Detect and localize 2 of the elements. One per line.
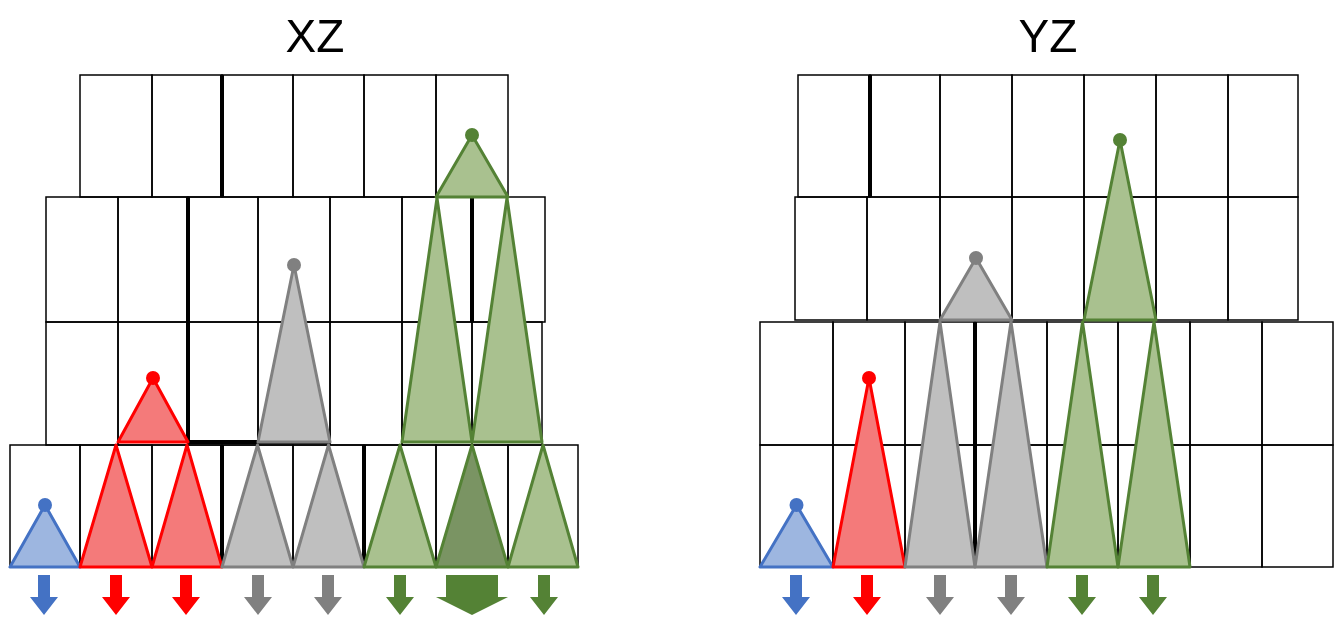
panel-title: XZ [285, 9, 345, 64]
panel-title: YZ [1018, 9, 1078, 64]
